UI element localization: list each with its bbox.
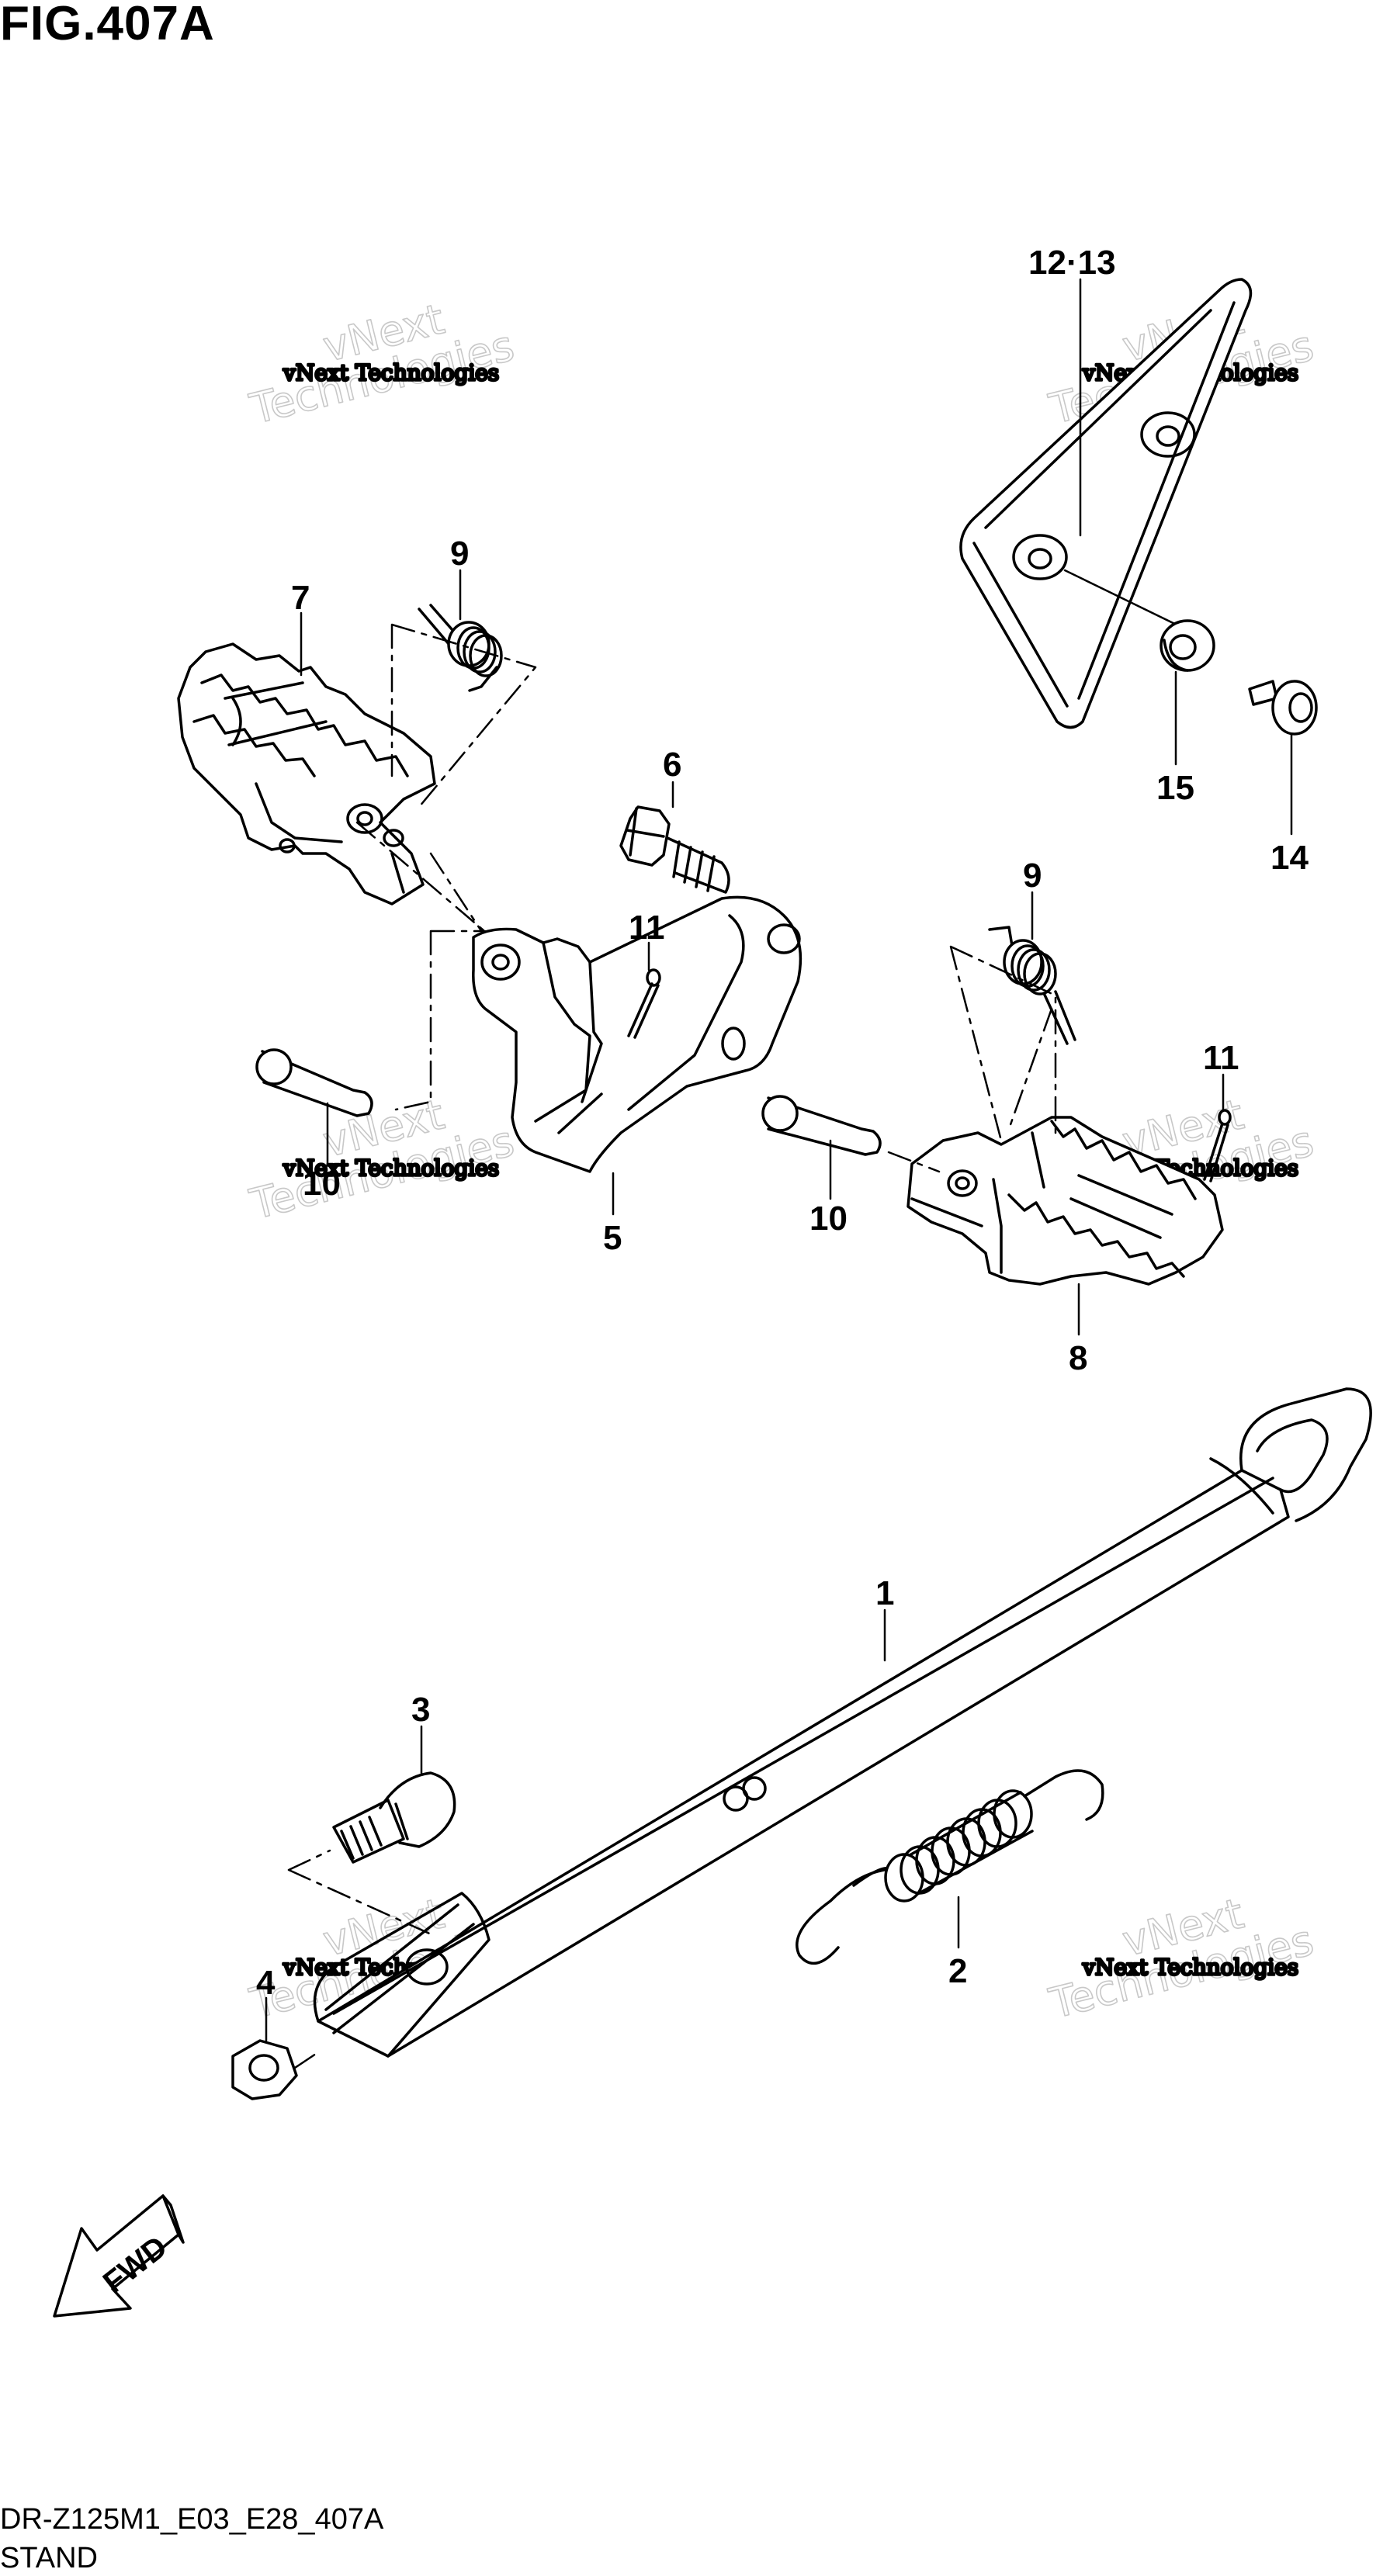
guide-line-right-pin [887,1151,941,1173]
figure-name: STAND [0,2542,98,2574]
guide-line-nut [293,2051,320,2069]
callout-4: 4 [256,1964,276,2002]
bolt-part-6 [619,805,730,894]
callout-14: 14 [1270,839,1309,877]
callout-10-left: 10 [303,1165,341,1203]
watermark-6: Technologies vNext vNext Technologies [1044,1889,1319,2029]
bolt-part-14 [1248,680,1318,736]
callout-11-right: 11 [1203,1039,1239,1077]
watermark-3: Technologies vNext vNext Technologies [244,1089,519,1230]
callout-10-right: 10 [809,1200,848,1238]
right-footpeg [906,1116,1224,1286]
pin-part-10-left [255,1048,373,1117]
callout-8: 8 [1069,1339,1087,1377]
cotter-pin-part-11-left [627,968,661,1039]
pivot-bolt-part-3 [332,1771,456,1864]
callout-9-left: 9 [450,535,469,573]
callout-9-right: 9 [1023,857,1042,895]
nut-part-4 [231,2039,298,2100]
spring-part-2 [796,1769,1104,1965]
guide-lines-left-peg [355,623,537,944]
watermark-1: Technologies vNext vNext Technologies [244,294,519,435]
callout-1: 1 [875,1574,894,1612]
cotter-pin-part-11-right [1203,1109,1232,1182]
pin-part-10-right [761,1095,882,1156]
guide-lines-left-pin [394,930,487,1111]
callout-6: 6 [663,746,681,784]
svg-text:vNext Technologies: vNext Technologies [283,1155,499,1181]
side-stand-bar [313,1387,1372,2058]
fwd-arrow: FWD [53,2194,185,2318]
heel-guard-plate [959,278,1253,729]
callout-3: 3 [411,1691,430,1729]
svg-text:vNext Technologies: vNext Technologies [1082,1955,1298,1980]
collar-part-15 [1063,569,1215,672]
callout-12-13: 12·13 [1028,244,1116,282]
left-footpeg [177,642,436,905]
callout-2: 2 [948,1952,967,1990]
callout-5: 5 [603,1219,622,1257]
spring-part-9-left [418,604,503,692]
guide-lines-pivot [287,1849,436,1937]
guide-lines-right-peg [949,945,1057,1142]
figure-title: FIG.407A [0,0,215,50]
callout-15: 15 [1156,769,1194,807]
callout-11-left: 11 [629,909,665,947]
svg-text:vNext Technologies: vNext Technologies [283,360,499,386]
figure-code: DR-Z125M1_E03_E28_407A [0,2503,384,2536]
callout-7: 7 [291,579,310,617]
